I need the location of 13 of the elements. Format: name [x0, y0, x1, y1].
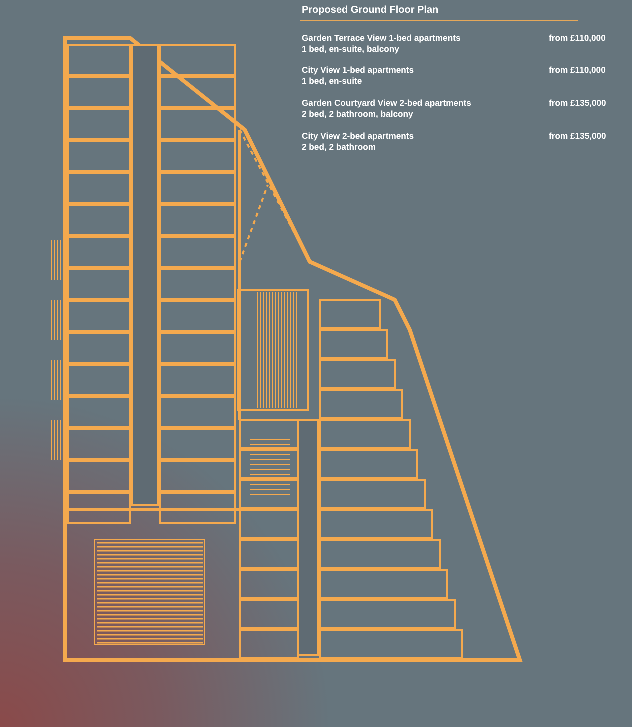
- apartment-type: City View 2-bed apartments: [302, 131, 414, 141]
- apartment-features: 1 bed, en-suite, balcony: [302, 44, 400, 54]
- apartment-features: 1 bed, en-suite: [302, 76, 362, 86]
- apartment-features: 2 bed, 2 bathroom, balcony: [302, 109, 414, 119]
- price: from £110,000: [549, 33, 606, 43]
- price: from £135,000: [549, 98, 606, 108]
- price: from £110,000: [549, 65, 606, 75]
- apartment-type: Garden Courtyard View 2-bed apartments: [302, 98, 472, 108]
- price: from £135,000: [549, 131, 606, 141]
- apartment-features: 2 bed, 2 bathroom: [302, 142, 376, 152]
- apartment-type: Garden Terrace View 1-bed apartments: [302, 33, 461, 43]
- apartment-type: City View 1-bed apartments: [302, 65, 414, 75]
- plan-title: Proposed Ground Floor Plan: [302, 5, 439, 16]
